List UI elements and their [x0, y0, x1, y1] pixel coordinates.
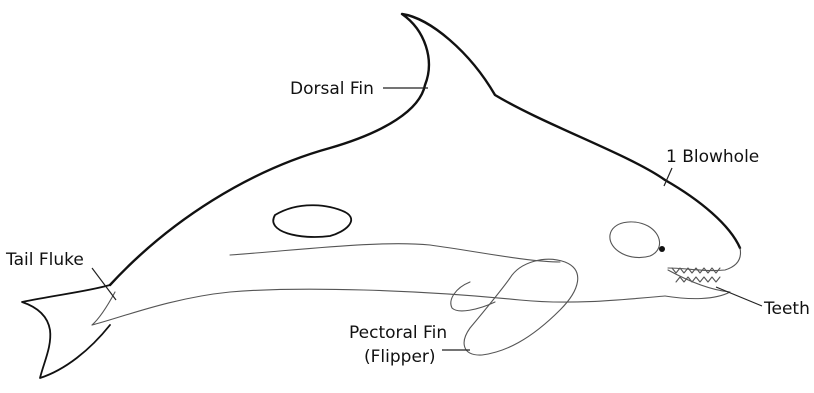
belly-outline: [92, 289, 665, 325]
label-teeth: Teeth: [763, 299, 810, 319]
label-pectoral-fin: Pectoral Fin: [349, 323, 447, 343]
lower-jaw-outline: [665, 270, 730, 299]
flank-patch-line: [230, 244, 560, 262]
eye-patch: [610, 222, 660, 258]
label-blowhole: 1 Blowhole: [666, 147, 759, 167]
eye: [659, 246, 665, 252]
teeth-leader: [716, 287, 762, 306]
tail-stock: [92, 292, 115, 325]
snout-outline: [668, 248, 740, 271]
saddle-patch: [273, 205, 351, 237]
label-dorsal-fin: Dorsal Fin: [290, 79, 374, 99]
label-tail-fluke: Tail Fluke: [5, 250, 84, 270]
tail-fluke: [22, 285, 110, 378]
label-pectoral-fin-flipper: (Flipper): [364, 347, 436, 367]
